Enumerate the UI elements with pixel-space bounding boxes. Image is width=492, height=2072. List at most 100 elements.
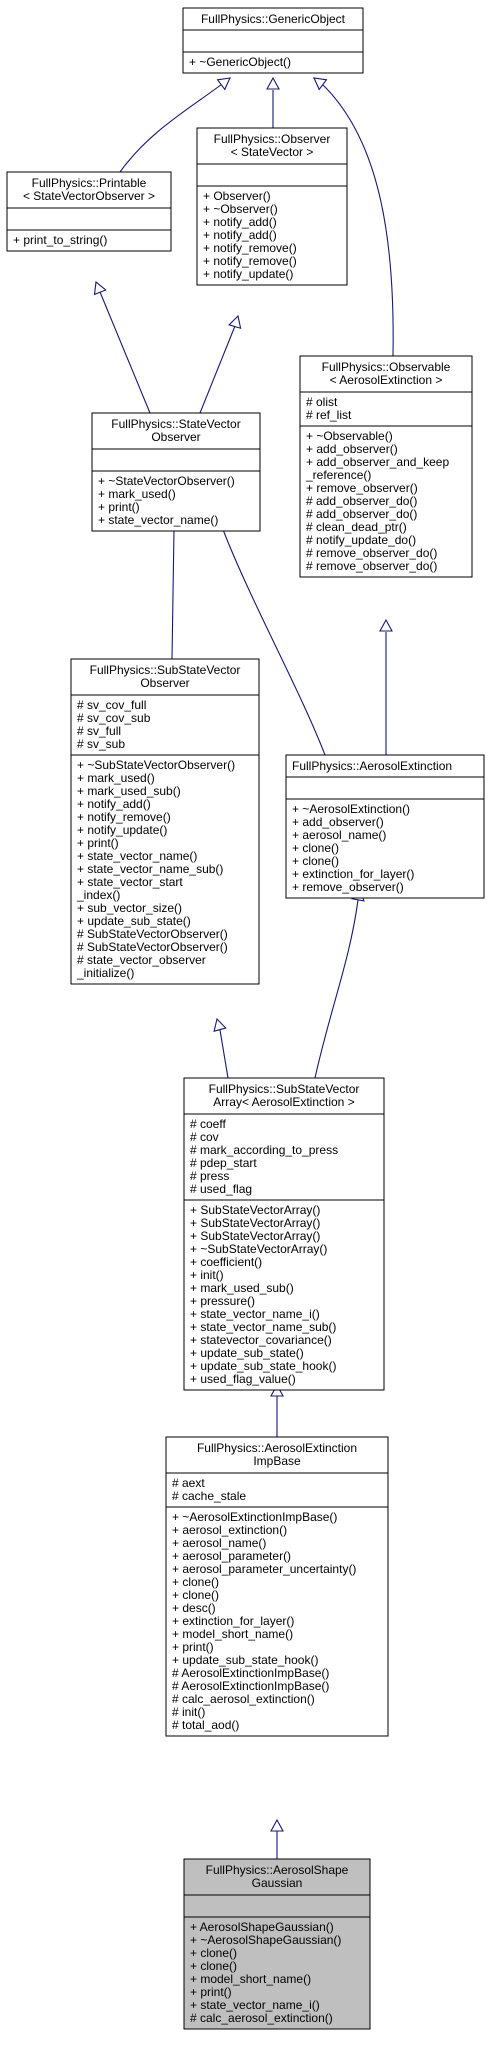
class-method: + Observer() <box>203 189 271 203</box>
class-box-observer[interactable]: FullPhysics::Observer< StateVector >+ Ob… <box>196 127 348 286</box>
class-box-observable[interactable]: FullPhysics::Observable< AerosolExtincti… <box>299 355 473 578</box>
class-title: < AerosolExtinction > <box>330 373 443 387</box>
class-method: + ~Observer() <box>203 202 278 216</box>
class-attribute: # aext <box>172 1476 205 1490</box>
class-method: + ~SubStateVectorObserver() <box>77 758 235 772</box>
class-method: + state_vector_start <box>77 875 183 889</box>
class-attribute: # cov <box>190 1130 219 1144</box>
edge-statevectorobserver-to-observer-arrowhead <box>228 314 242 330</box>
class-attribute: # mark_according_to_press <box>190 1143 338 1157</box>
class-attribute: # cache_stale <box>172 1489 246 1503</box>
class-box-frame <box>183 1858 371 2030</box>
class-attribute: # sv_cov_sub <box>77 711 151 725</box>
class-method: _reference() <box>305 468 371 482</box>
class-method: # SubStateVectorObserver() <box>77 927 228 941</box>
class-title: FullPhysics::AerosolExtinction <box>292 759 452 773</box>
class-title: Gaussian <box>252 1876 303 1890</box>
class-title: FullPhysics::StateVector <box>111 417 240 431</box>
class-title: FullPhysics::AerosolShape <box>206 1863 349 1877</box>
class-method: + SubStateVectorArray() <box>190 1203 320 1217</box>
class-method: + state_vector_name_i() <box>190 1998 320 2012</box>
class-method: + aerosol_parameter_uncertainty() <box>172 1562 356 1576</box>
class-method: + update_sub_state_hook() <box>190 1359 336 1373</box>
class-method: + ~Observable() <box>306 429 393 443</box>
class-method: # remove_observer_do() <box>306 546 437 560</box>
class-method: # calc_aerosol_extinction() <box>172 1692 315 1706</box>
class-box-aerosol-extinction[interactable]: FullPhysics::AerosolExtinction+ ~Aerosol… <box>285 754 485 899</box>
class-title: ImpBase <box>253 1454 301 1468</box>
class-method: + clone() <box>172 1575 219 1589</box>
class-method: + update_sub_state() <box>190 1346 304 1360</box>
class-box-frame <box>91 412 261 532</box>
class-box-printable[interactable]: FullPhysics::Printable< StateVectorObser… <box>6 171 172 252</box>
edge-observer-to-genericobject-arrowhead <box>266 76 280 90</box>
class-method: + add_observer_and_keep <box>306 455 449 469</box>
class-title: FullPhysics::GenericObject <box>201 12 346 26</box>
class-attribute: # press <box>190 1169 229 1183</box>
class-method: _index() <box>76 888 120 902</box>
class-box-frame <box>196 127 348 286</box>
class-method: + state_vector_name_sub() <box>77 862 223 876</box>
class-method: + used_flag_value() <box>190 1372 296 1386</box>
class-method: + notify_remove() <box>77 810 171 824</box>
class-method: # notify_update_do() <box>306 533 416 547</box>
class-method: + update_sub_state() <box>77 914 191 928</box>
class-method: + SubStateVectorArray() <box>190 1216 320 1230</box>
class-title: Array< AerosolExtinction > <box>213 1095 354 1109</box>
edge-aerosolshapegaussian-to-aerosolextinctionimpbase-arrowhead <box>270 1818 284 1832</box>
class-method: + model_short_name() <box>172 1627 293 1641</box>
edge-substatevectorobserver-to-statevectorobserver <box>171 528 175 660</box>
class-method: + state_vector_name() <box>77 849 197 863</box>
class-method: + statevector_covariance() <box>190 1333 332 1347</box>
class-method: + add_observer() <box>292 815 384 829</box>
class-attribute: # olist <box>306 395 338 409</box>
class-method: # SubStateVectorObserver() <box>77 940 228 954</box>
class-title: FullPhysics::Observable <box>322 360 451 374</box>
class-method: + print() <box>172 1640 214 1654</box>
class-boxes: FullPhysics::GenericObject+ ~GenericObje… <box>6 7 485 2030</box>
class-method: + mark_used_sub() <box>190 1281 294 1295</box>
class-box-generic-object[interactable]: FullPhysics::GenericObject+ ~GenericObje… <box>182 7 364 74</box>
class-method: # AerosolExtinctionImpBase() <box>172 1666 329 1680</box>
class-title: < StateVector > <box>231 145 314 159</box>
class-method: # init() <box>172 1705 205 1719</box>
class-method: + add_observer() <box>306 442 398 456</box>
class-method: + update_sub_state_hook() <box>172 1653 318 1667</box>
class-method: + remove_observer() <box>292 880 404 894</box>
class-title: < StateVectorObserver > <box>23 189 155 203</box>
class-method: + extinction_for_layer() <box>172 1614 294 1628</box>
class-title: FullPhysics::SubStateVector <box>209 1082 360 1096</box>
class-method: + notify_add() <box>203 215 277 229</box>
class-box-aerosol-extinction-imp-base[interactable]: FullPhysics::AerosolExtinctionImpBase# a… <box>165 1436 389 1737</box>
class-box-frame <box>285 754 485 899</box>
class-attribute: # sv_cov_full <box>77 698 146 712</box>
class-method: + aerosol_name() <box>172 1536 266 1550</box>
class-method: + desc() <box>172 1601 216 1615</box>
class-box-frame <box>183 1077 385 1391</box>
class-box-frame <box>165 1436 389 1737</box>
class-title: FullPhysics::SubStateVector <box>90 663 241 677</box>
class-method: + notify_add() <box>203 228 277 242</box>
edge-substatevectorarray-to-aerosolextinction <box>314 899 359 1079</box>
class-box-sub-state-vector-observer[interactable]: FullPhysics::SubStateVectorObserver# sv_… <box>70 658 260 985</box>
class-method: + mark_used_sub() <box>77 784 181 798</box>
edge-printable-to-genericobject-arrowhead <box>216 77 231 91</box>
class-attribute: # coeff <box>190 1117 226 1131</box>
class-method: + clone() <box>292 841 339 855</box>
edge-printable-to-genericobject <box>119 83 223 173</box>
class-box-frame <box>70 658 260 985</box>
class-method: + remove_observer() <box>306 481 418 495</box>
class-method: + notify_update() <box>77 823 167 837</box>
class-box-frame <box>182 7 364 74</box>
class-box-frame <box>6 171 172 252</box>
class-box-state-vector-observer[interactable]: FullPhysics::StateVectorObserver+ ~State… <box>91 412 261 532</box>
class-method: + clone() <box>190 1946 237 1960</box>
edge-aerosolextinction-to-observable-arrowhead <box>379 618 393 632</box>
class-box-aerosol-shape-gaussian[interactable]: FullPhysics::AerosolShapeGaussian+ Aeros… <box>183 1858 371 2030</box>
edge-statevectorobserver-to-printable-arrowhead <box>93 280 107 296</box>
class-method: + model_short_name() <box>190 1972 311 1986</box>
class-method: + aerosol_parameter() <box>172 1549 291 1563</box>
class-box-sub-state-vector-array[interactable]: FullPhysics::SubStateVectorArray< Aeroso… <box>183 1077 385 1391</box>
class-method: + print() <box>98 500 140 514</box>
class-method: + state_vector_name_sub() <box>190 1320 336 1334</box>
